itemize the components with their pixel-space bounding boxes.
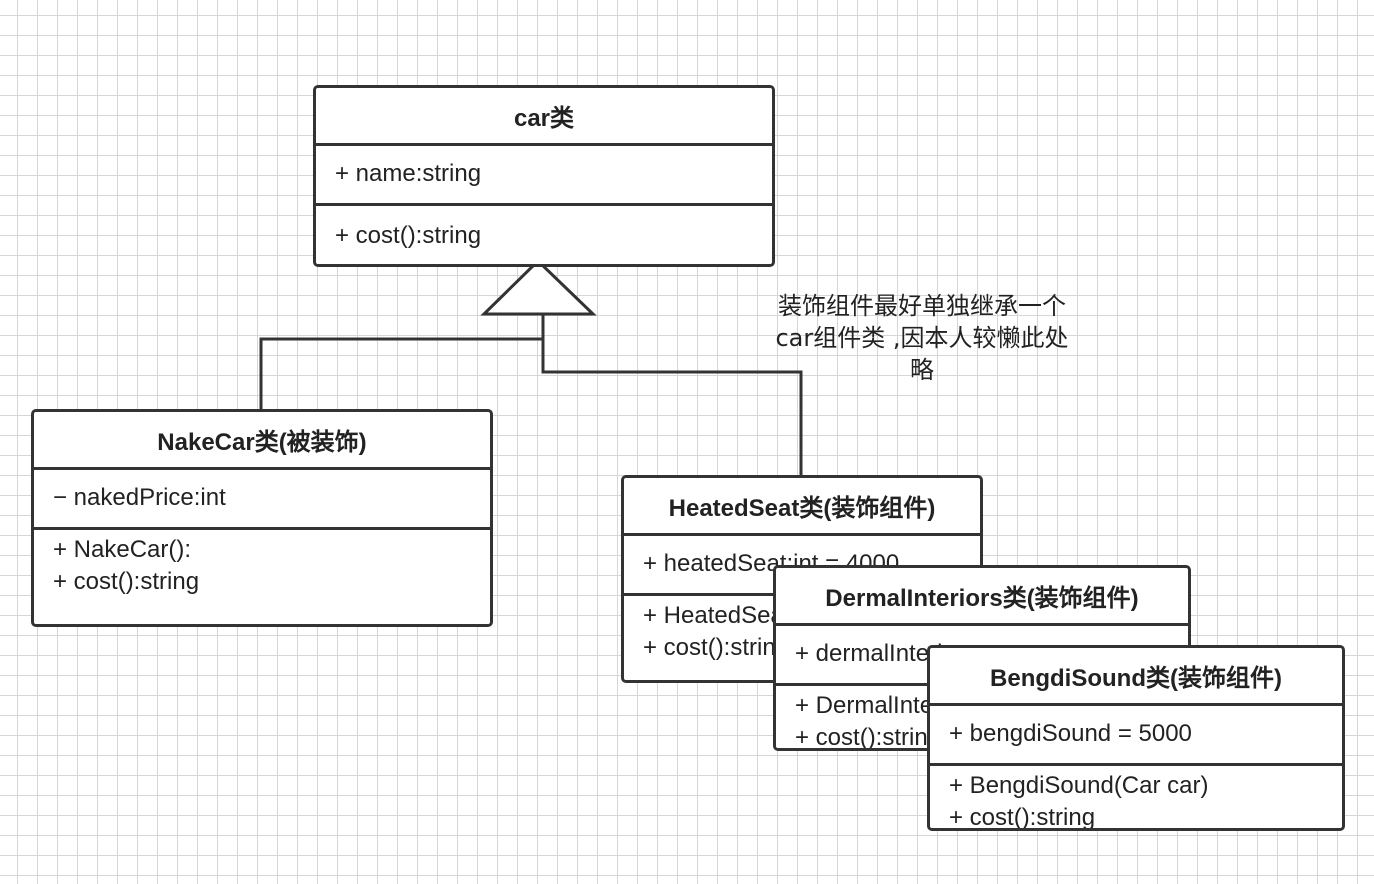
operation: + cost():string [949, 804, 1096, 831]
note-line: car组件类 ,因本人较懒此处 [775, 324, 1069, 352]
class-car[interactable]: car类 + name:string + cost():string [313, 85, 775, 267]
class-name: HeatedSeat类(装饰组件) [624, 478, 980, 536]
operation: + cost():string [795, 724, 942, 751]
attribute: + name:string [335, 160, 482, 187]
class-name: car类 [316, 88, 772, 146]
inheritance-line-nakecar [259, 314, 545, 410]
class-name: DermalInteriors类(装饰组件) [776, 568, 1188, 626]
operation: + cost():string [335, 222, 482, 249]
attribute: − nakedPrice:int [53, 484, 226, 511]
attribute: + bengdiSound = 5000 [949, 720, 1192, 747]
operation: + cost():string [643, 634, 790, 661]
generalization-arrowhead [480, 258, 597, 316]
attributes-section: + name:string [316, 146, 772, 206]
class-bengdisound[interactable]: BengdiSound类(装饰组件) + bengdiSound = 5000 … [927, 645, 1345, 831]
operation: + cost():string [53, 568, 200, 595]
class-nakecar[interactable]: NakeCar类(被装饰) − nakedPrice:int + NakeCar… [31, 409, 493, 627]
note-line: 装饰组件最好单独继承一个 [778, 292, 1066, 320]
attributes-section: + bengdiSound = 5000 [930, 706, 1342, 766]
operation: + NakeCar(): [53, 536, 192, 563]
note-line: 略 [910, 356, 934, 384]
note-text: 装饰组件最好单独继承一个 car组件类 ,因本人较懒此处 略 [754, 290, 1090, 386]
inheritance-line-heatedseat [541, 314, 803, 476]
class-name: NakeCar类(被装饰) [34, 412, 490, 470]
class-name: BengdiSound类(装饰组件) [930, 648, 1342, 706]
attributes-section: − nakedPrice:int [34, 470, 490, 530]
operations-section: + NakeCar(): + cost():string [34, 530, 490, 598]
operations-section: + cost():string [316, 206, 772, 252]
operations-section: + BengdiSound(Car car) + cost():string [930, 766, 1342, 831]
operation: + BengdiSound(Car car) [949, 772, 1209, 799]
